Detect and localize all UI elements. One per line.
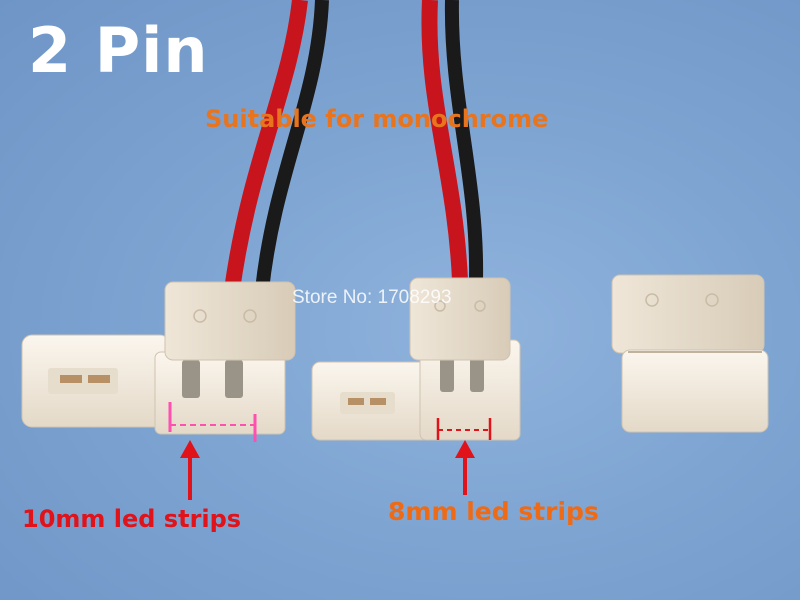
arrow-8mm (455, 440, 475, 495)
connector-closed-bottom (621, 349, 769, 433)
store-watermark: Store No: 1708293 (292, 287, 452, 308)
connector-closed-top (611, 274, 765, 354)
arrow-10mm (180, 440, 200, 500)
wire-red-left (224, 0, 308, 292)
wire-red-right (421, 0, 468, 281)
subtitle-monochrome: Suitable for monochrome (205, 105, 549, 133)
connector-10mm-cap (164, 281, 296, 361)
label-10mm-strips: 10mm led strips (22, 505, 242, 533)
connector-10mm (21, 281, 296, 500)
wire-black-left (255, 0, 329, 291)
connector-8mm-cap (409, 277, 511, 361)
label-8mm-strips: 8mm led strips (388, 497, 599, 526)
connector-10mm-base (154, 351, 286, 435)
connector-8mm (311, 277, 521, 495)
connector-closed (611, 274, 769, 433)
wires (224, 0, 484, 292)
title-2-pin: 2 Pin (28, 14, 209, 87)
wire-black-right (444, 0, 484, 281)
